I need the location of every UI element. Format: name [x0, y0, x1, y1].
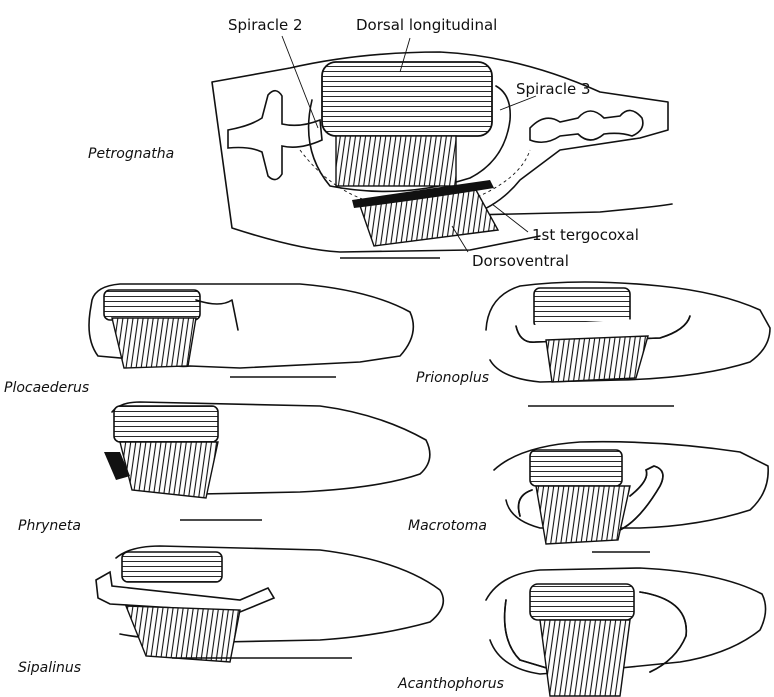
- sipalinus-dorsoventral: [126, 606, 240, 662]
- phryneta-drawing: [104, 402, 430, 520]
- genus-phryneta: Phryneta: [18, 518, 81, 534]
- label-spiracle-3: Spiracle 3: [516, 80, 591, 98]
- macrotoma-drawing: [494, 442, 768, 552]
- petrognatha-dorsoventral-upper: [336, 136, 456, 186]
- petrognatha-drawing: [212, 36, 672, 258]
- label-spiracle-2: Spiracle 2: [228, 16, 303, 34]
- plocaederus-dorsoventral: [112, 318, 196, 368]
- plocaederus-spiracle: [196, 300, 238, 330]
- petrognatha-wing-base-left: [228, 91, 322, 180]
- prionoplus-dorsoventral: [546, 336, 648, 382]
- plocaederus-dorsal-longitudinal: [104, 290, 200, 320]
- label-1st-tergocoxal: 1st tergocoxal: [532, 226, 639, 244]
- phryneta-dorsal-longitudinal: [114, 406, 218, 442]
- label-dorsoventral: Dorsoventral: [472, 252, 569, 270]
- acanthophorus-drawing: [486, 568, 766, 696]
- genus-petrognatha: Petrognatha: [88, 146, 174, 162]
- sipalinus-dorsal-longitudinal: [122, 552, 222, 582]
- macrotoma-dorsoventral: [536, 486, 630, 544]
- spiracle-2-leader: [282, 36, 318, 128]
- petrognatha-wing-base-right: [530, 110, 643, 142]
- genus-prionoplus: Prionoplus: [416, 370, 489, 386]
- dorsal-longitudinal-muscle: [322, 62, 492, 136]
- sipalinus-drawing: [96, 546, 443, 662]
- genus-acanthophorus: Acanthophorus: [397, 676, 504, 692]
- plocaederus-drawing: [89, 284, 413, 377]
- spiracle-3-leader: [500, 96, 536, 110]
- genus-plocaederus: Plocaederus: [4, 380, 89, 396]
- genus-macrotoma: Macrotoma: [408, 518, 487, 534]
- acanthophorus-dorsal-longitudinal: [530, 584, 634, 620]
- label-dorsal-longitudinal: Dorsal longitudinal: [356, 16, 497, 34]
- genus-sipalinus: Sipalinus: [18, 660, 81, 676]
- prionoplus-drawing: [486, 282, 770, 406]
- phryneta-dorsoventral: [120, 442, 218, 498]
- acanthophorus-dorsoventral: [540, 620, 630, 696]
- macrotoma-dorsal-longitudinal: [530, 450, 622, 486]
